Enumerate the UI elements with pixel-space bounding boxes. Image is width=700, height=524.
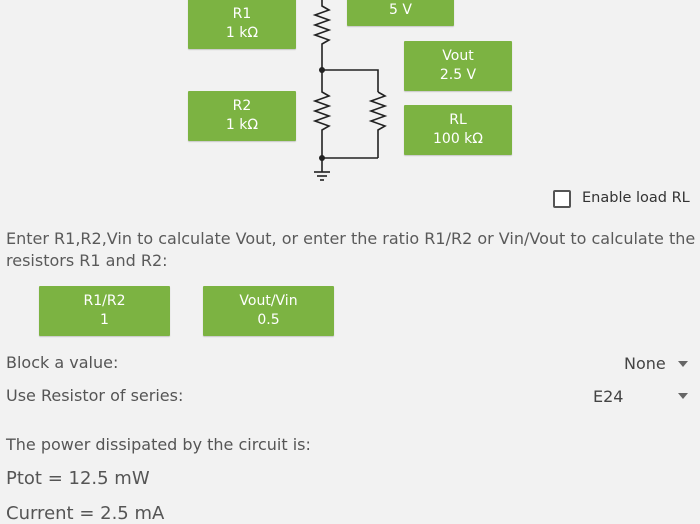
voutvin-ratio-button[interactable]: Vout/Vin 0.5 xyxy=(203,286,334,336)
power-heading: The power dissipated by the circuit is: xyxy=(6,435,311,454)
r1-value: 1 kΩ xyxy=(225,24,259,41)
voutvin-name: Vout/Vin xyxy=(239,293,298,309)
rl-button[interactable]: RL 100 kΩ xyxy=(404,105,512,155)
vout-name: Vout xyxy=(442,48,474,64)
vin-value: 5 V xyxy=(389,2,412,18)
voutvin-value: 0.5 xyxy=(257,312,280,328)
vin-button[interactable]: 5 V xyxy=(347,0,454,26)
vout-value: 2.5 V xyxy=(439,67,477,83)
series-select[interactable]: E24 xyxy=(593,387,624,406)
node-dot-bottom xyxy=(319,155,325,161)
r2-button[interactable]: R2 1 kΩ xyxy=(188,91,296,141)
node-wire-top xyxy=(322,69,379,92)
r1r2-value: 1 xyxy=(100,312,109,328)
r2-name: R2 xyxy=(232,98,252,114)
rl-name: RL xyxy=(449,112,467,128)
enable-load-checkbox[interactable] xyxy=(553,190,571,208)
block-value-label: Block a value: xyxy=(6,353,119,372)
block-value-select[interactable]: None xyxy=(624,354,666,373)
r1r2-name: R1/R2 xyxy=(83,293,126,309)
rl-value: 100 kΩ xyxy=(433,131,483,147)
current-value: Current = 2.5 mA xyxy=(6,503,165,524)
r2-value: 1 kΩ xyxy=(225,117,259,133)
series-dropdown-icon[interactable] xyxy=(678,393,688,399)
r1-button[interactable]: R1 1 kΩ xyxy=(188,0,296,49)
block-value-dropdown-icon[interactable] xyxy=(678,361,688,367)
series-label: Use Resistor of series: xyxy=(6,386,184,405)
r1r2-ratio-button[interactable]: R1/R2 1 xyxy=(39,286,170,336)
r2-resistor-symbol xyxy=(312,70,332,158)
rl-resistor-symbol xyxy=(368,91,388,158)
r1-resistor-symbol xyxy=(312,0,332,70)
enable-load-label[interactable]: Enable load RL xyxy=(582,190,690,206)
voltage-divider-schematic xyxy=(312,0,388,181)
vout-button[interactable]: Vout 2.5 V xyxy=(404,41,512,91)
node-dot-top xyxy=(319,67,325,73)
r1-name: R1 xyxy=(232,5,252,22)
instructions-text: Enter R1,R2,Vin to calculate Vout, or en… xyxy=(6,229,696,270)
ptot-value: Ptot = 12.5 mW xyxy=(6,468,150,489)
